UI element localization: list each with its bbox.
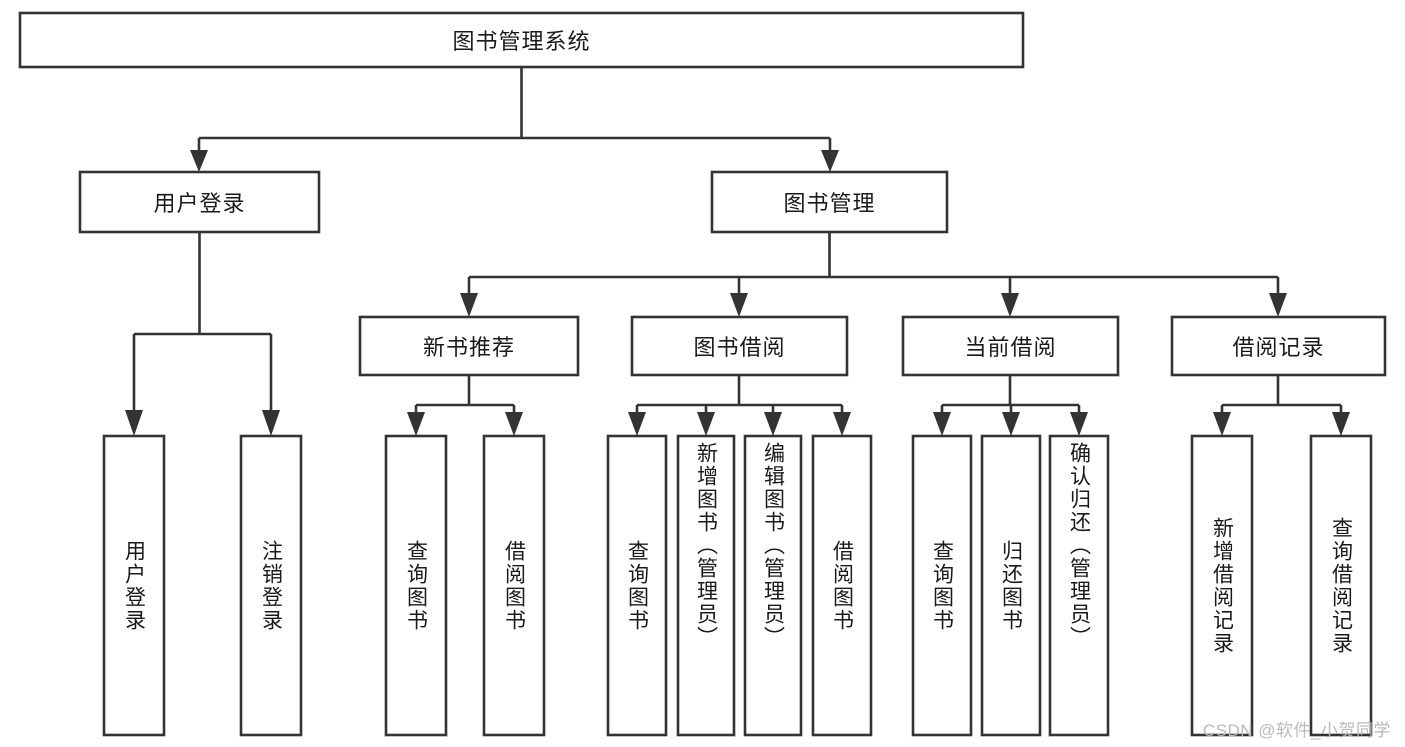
node-box-leaf13[interactable] [1309, 434, 1373, 737]
arrow-head-leaf13 [1332, 412, 1350, 436]
node-box-root[interactable] [18, 11, 1025, 69]
node-box-leaf2[interactable] [239, 434, 303, 737]
node-box-leaf4[interactable] [482, 434, 546, 737]
node-box-login[interactable] [78, 170, 321, 234]
arrow-head-leaf12 [1213, 412, 1231, 436]
node-box-records[interactable] [1170, 315, 1387, 377]
arrow-head-current [1001, 293, 1019, 317]
arrow-head-leaf10 [1002, 412, 1020, 436]
arrow-head-leaf5 [628, 412, 646, 436]
node-layer [18, 11, 1387, 737]
node-box-bookmgmt[interactable] [710, 170, 949, 234]
arrow-head-leaf8 [833, 412, 851, 436]
arrow-head-borrow [730, 293, 748, 317]
arrow-head-login [190, 150, 208, 172]
node-box-current[interactable] [901, 315, 1120, 377]
node-box-leaf1[interactable] [102, 434, 166, 737]
node-box-leaf6[interactable] [676, 434, 736, 737]
arrow-head-leaf6 [697, 412, 715, 436]
node-box-leaf5[interactable] [606, 434, 668, 737]
node-box-newbook[interactable] [358, 315, 580, 377]
arrow-head-leaf7 [764, 412, 782, 436]
arrow-head-bookmgmt [821, 150, 839, 172]
node-box-leaf11[interactable] [1048, 434, 1110, 737]
arrow-head-records [1269, 293, 1287, 317]
watermark-text: CSDN @软件_小贺同学 [1202, 721, 1391, 740]
node-box-leaf10[interactable] [980, 434, 1042, 737]
arrow-head-newbook [460, 293, 478, 317]
connector-layer [125, 67, 1350, 436]
node-box-leaf12[interactable] [1190, 434, 1254, 737]
arrow-head-leaf1 [125, 410, 143, 436]
node-box-leaf8[interactable] [811, 434, 873, 737]
arrow-head-leaf2 [262, 410, 280, 436]
node-box-borrow[interactable] [630, 315, 849, 377]
node-box-leaf9[interactable] [911, 434, 973, 737]
node-box-leaf7[interactable] [743, 434, 803, 737]
arrow-head-leaf9 [933, 412, 951, 436]
node-box-leaf3[interactable] [384, 434, 448, 737]
arrow-head-leaf3 [407, 412, 425, 436]
arrow-head-leaf11 [1070, 412, 1088, 436]
arrow-head-leaf4 [505, 412, 523, 436]
